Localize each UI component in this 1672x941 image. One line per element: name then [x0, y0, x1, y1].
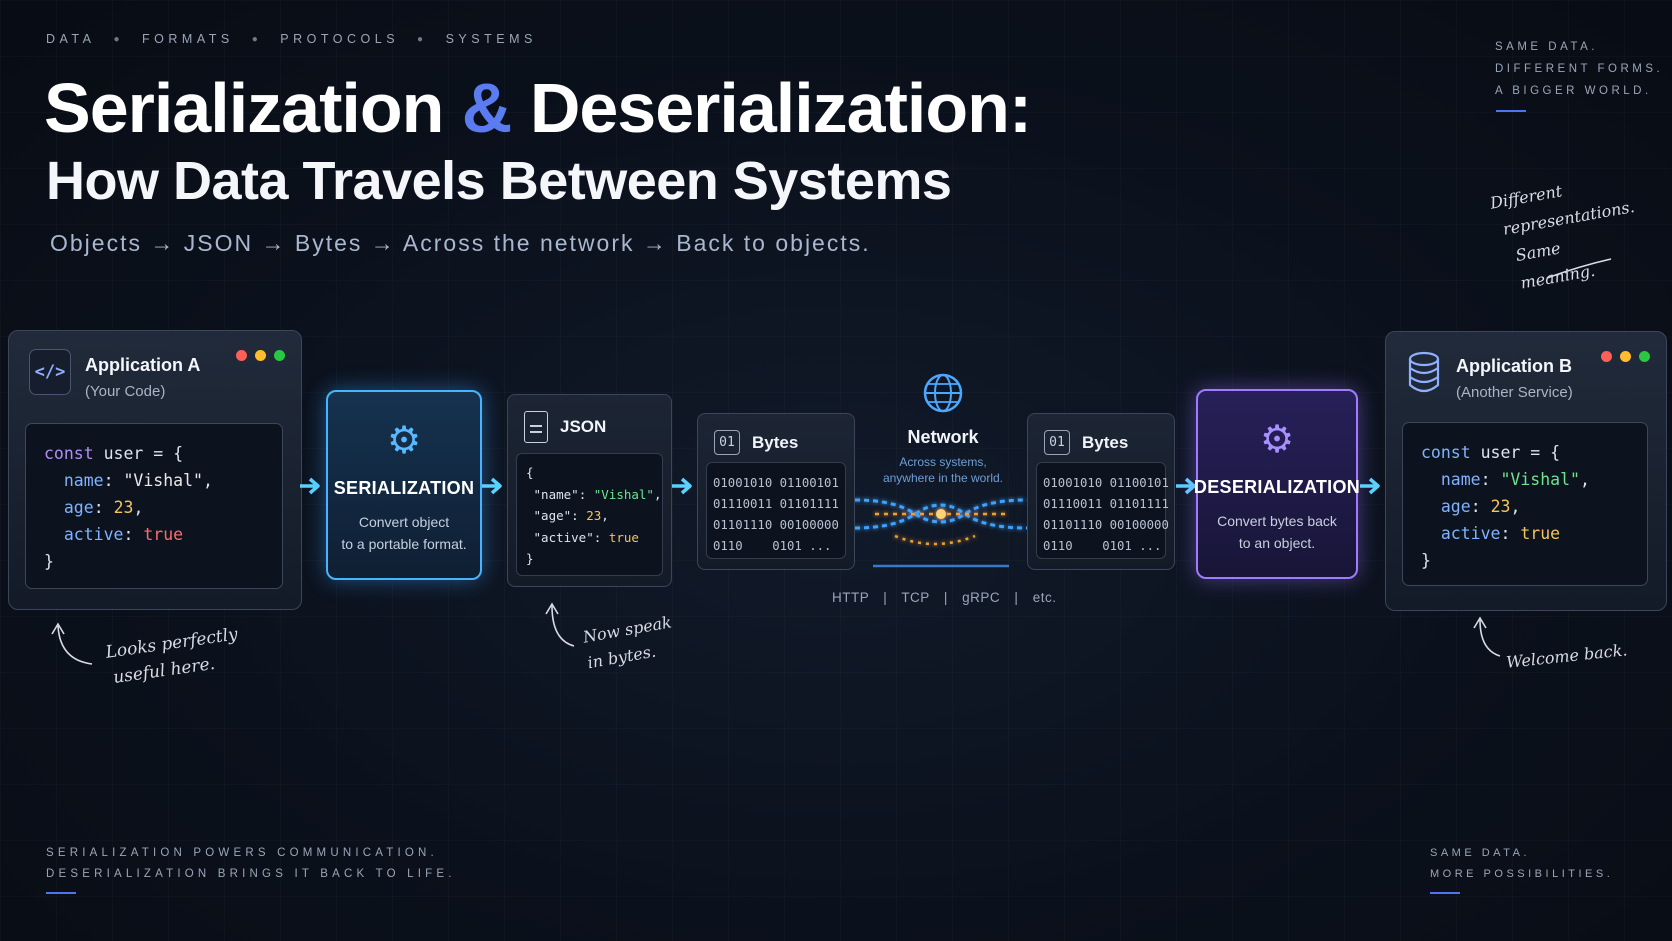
tag-separator: ●: [113, 33, 125, 45]
accent-bar: [1496, 110, 1526, 112]
close-dot-icon: [1601, 351, 1612, 362]
window-controls: [236, 350, 285, 361]
tag-protocols: PROTOCOLS: [280, 32, 400, 46]
tagline-line3: A BIGGER WORLD.: [1495, 85, 1652, 97]
json-card: JSON { "name": "Vishal", "age": 23, "act…: [507, 394, 672, 587]
annotation-app-b: Welcome back.: [1505, 640, 1629, 672]
binary-icon: 01: [1044, 430, 1070, 455]
title-part1: Serialization: [44, 69, 444, 147]
network-data-stream: [855, 498, 1027, 568]
accent-bar: [46, 892, 76, 894]
tagline-line2: DIFFERENT FORMS.: [1495, 63, 1664, 75]
protocol-http: HTTP: [832, 590, 870, 605]
annotation-json: Now speak in bytes.: [581, 612, 674, 673]
code-icon: </>: [29, 349, 71, 395]
application-a-card: </> Application A (Your Code) const user…: [8, 330, 302, 610]
application-b-card: Application B (Another Service) const us…: [1385, 331, 1667, 611]
serialization-title: SERIALIZATION: [333, 478, 475, 498]
network-title: Network: [907, 427, 979, 447]
title-part2: Deserialization:: [529, 69, 1032, 147]
tag-separator: ●: [251, 33, 263, 45]
serialization-step: ⚙ SERIALIZATION Convert object to a port…: [326, 390, 482, 580]
serialization-description: Convert object to a portable format.: [341, 514, 467, 552]
footer-right-line2: MORE POSSIBILITIES.: [1430, 868, 1614, 880]
main-title: Serialization & Deserialization:: [44, 68, 1032, 148]
app-a-subtitle: (Your Code): [85, 383, 166, 400]
bytes-title: Bytes: [1082, 432, 1129, 452]
annotation-arrow: [1473, 616, 1501, 657]
top-right-tagline: SAME DATA. DIFFERENT FORMS. A BIGGER WOR…: [1495, 36, 1663, 102]
tag-separator: ●: [417, 33, 428, 45]
flow-arrow: [672, 477, 692, 495]
json-title: JSON: [560, 417, 607, 436]
subtitle: Objects → JSON → Bytes → Across the netw…: [50, 230, 871, 256]
database-icon: [1408, 351, 1440, 393]
app-a-name: Application A: [85, 355, 201, 375]
tag-formats: FORMATS: [142, 32, 234, 46]
json-code: { "name": "Vishal", "age": 23, "active":…: [526, 465, 662, 566]
flow-arrow: [1176, 477, 1196, 495]
footer-left-line1: SERIALIZATION POWERS COMMUNICATION.: [46, 847, 438, 859]
annotation-arrow: [545, 602, 575, 647]
protocol-etc: etc.: [1032, 590, 1057, 605]
title-ampersand: &: [461, 69, 513, 147]
gear-icon: ⚙: [1259, 419, 1295, 461]
accent-bar: [1430, 892, 1460, 894]
app-b-subtitle: (Another Service): [1456, 384, 1573, 401]
minimize-dot-icon: [1620, 351, 1631, 362]
tagline-line1: SAME DATA.: [1495, 41, 1598, 53]
footer-left: SERIALIZATION POWERS COMMUNICATION. DESE…: [46, 843, 456, 885]
deserialization-title: DESERIALIZATION: [1193, 477, 1361, 497]
annotation-arrow: [51, 622, 93, 665]
globe-icon: [923, 373, 963, 413]
deserialization-description: Convert bytes back to an object.: [1217, 513, 1337, 551]
protocol-grpc: gRPC: [962, 590, 1001, 605]
bytes-title: Bytes: [752, 432, 799, 452]
topic-tags: DATA ● FORMATS ● PROTOCOLS ● SYSTEMS: [46, 32, 537, 46]
binary-icon: 01: [714, 430, 740, 455]
title-line2: How Data Travels Between Systems: [46, 151, 952, 211]
flow-arrow: [1360, 477, 1380, 495]
underline-stroke: [1546, 258, 1612, 279]
flow-arrow: [482, 477, 502, 495]
network-section: Network Across systems, anywhere in the …: [858, 372, 1028, 486]
maximize-dot-icon: [1639, 351, 1650, 362]
gear-icon: ⚙: [386, 420, 422, 462]
app-b-name: Application B: [1456, 356, 1572, 376]
close-dot-icon: [236, 350, 247, 361]
maximize-dot-icon: [274, 350, 285, 361]
deserialization-step: ⚙ DESERIALIZATION Convert bytes back to …: [1193, 389, 1361, 579]
annotation-app-a: Looks perfectly useful here.: [104, 624, 239, 688]
network-subtitle: Across systems, anywhere in the world.: [882, 455, 1004, 485]
footer-right: SAME DATA. MORE POSSIBILITIES.: [1430, 843, 1613, 885]
minimize-dot-icon: [255, 350, 266, 361]
code-block-a: const user = { name: "Vishal", age: 23, …: [25, 423, 283, 589]
code-block-b: const user = { name: "Vishal", age: 23, …: [1402, 422, 1648, 586]
tag-systems: SYSTEMS: [445, 32, 537, 46]
footer-left-line2: DESERIALIZATION BRINGS IT BACK TO LIFE.: [46, 868, 456, 880]
window-controls: [1601, 351, 1650, 362]
document-icon: [524, 411, 548, 443]
flow-arrow: [300, 477, 320, 495]
footer-right-line1: SAME DATA.: [1430, 847, 1530, 859]
protocol-list: HTTP | TCP | gRPC | etc.: [832, 590, 1057, 605]
protocol-tcp: TCP: [901, 590, 930, 605]
tag-data: DATA: [46, 32, 96, 46]
